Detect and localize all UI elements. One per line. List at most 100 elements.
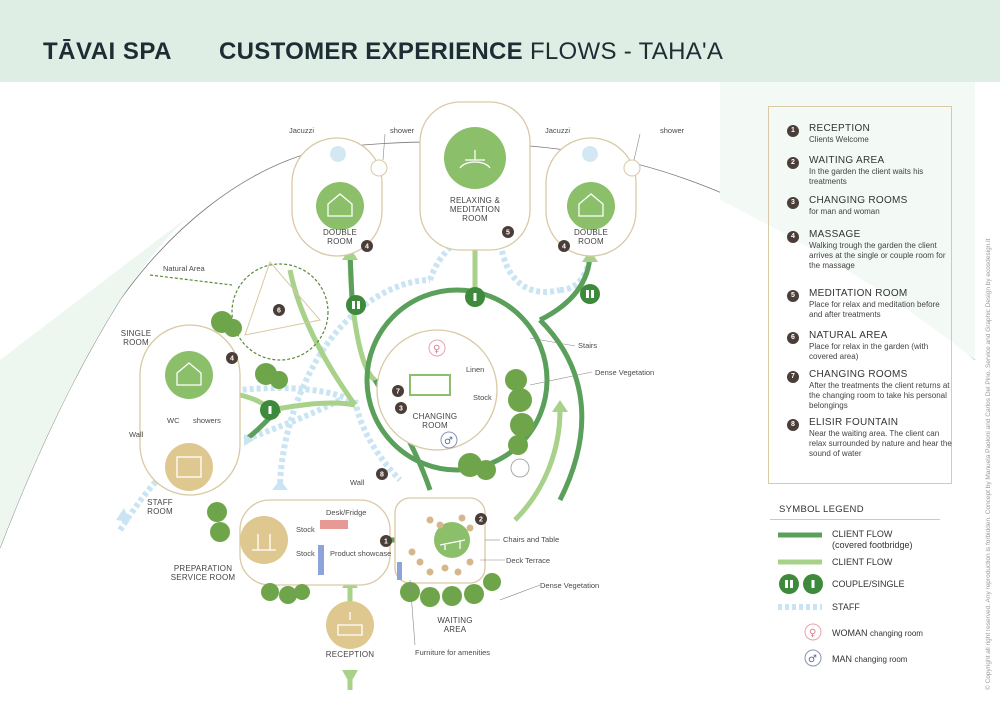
legend-man-circle xyxy=(804,649,822,667)
title-bold: CUSTOMER EXPERIENCE xyxy=(219,38,523,65)
chair-dot xyxy=(436,521,444,529)
desk-fridge-label: Desk/Fridge xyxy=(326,508,367,517)
room-label-line: SERVICE ROOM xyxy=(170,573,236,582)
single-room-outline xyxy=(139,324,241,496)
brand-title: TĀVAI SPA xyxy=(43,38,172,65)
locker-icon xyxy=(176,456,202,478)
green-wash-right xyxy=(720,82,975,360)
stock-changing-label: Stock xyxy=(473,393,492,402)
legend-title: MEDITATION ROOM xyxy=(809,288,908,299)
chair-dot xyxy=(458,514,466,522)
changing-bench xyxy=(409,374,451,396)
chair-dot xyxy=(416,558,424,566)
house-icon xyxy=(578,193,604,217)
house-icon xyxy=(327,193,353,217)
natural-area-circle xyxy=(231,263,329,361)
leader-line xyxy=(382,133,386,161)
symbol-couple-label: COUPLE/SINGLE xyxy=(832,579,905,589)
marker-7 xyxy=(392,385,404,397)
stairs-label: Stairs xyxy=(578,341,598,350)
legend-title: WAITING AREA xyxy=(809,155,885,166)
legend-number: 7 xyxy=(787,371,799,383)
wc-label: WC xyxy=(167,416,180,425)
room-label-line: STAFF xyxy=(147,498,173,507)
man-symbol-plan: ♂ xyxy=(444,436,453,447)
bush xyxy=(210,522,230,542)
bush xyxy=(464,584,484,604)
symbol-text: MAN xyxy=(832,654,852,664)
room-label-line: ROOM xyxy=(123,338,149,347)
page-title: CUSTOMER EXPERIENCE FLOWS - TAHA'A xyxy=(219,38,723,66)
bush xyxy=(279,586,297,604)
reception-label: RECEPTION xyxy=(325,650,375,659)
bush xyxy=(207,502,227,522)
deck-terrace-label: Deck Terrace xyxy=(506,556,551,565)
legend-desc: Near the waiting area. The client can re… xyxy=(809,429,952,458)
person-glyph xyxy=(586,290,589,298)
legend-title: RECEPTION xyxy=(809,123,871,134)
legend-title: MASSAGE xyxy=(809,229,861,240)
natural-area-line xyxy=(149,274,233,286)
person-glyph xyxy=(352,301,355,309)
symbol-covered-label: CLIENT FLOW(covered footbridge) xyxy=(832,529,913,551)
room-label-line: ROOM xyxy=(147,507,173,516)
symbol-woman-label: WOMAN changing room xyxy=(832,628,923,639)
jacuzzi-right-label: Jacuzzi xyxy=(545,126,571,135)
person-glyph xyxy=(591,290,594,298)
prep-room-emblem xyxy=(240,516,288,564)
flow-arrow xyxy=(552,400,568,412)
staff-flow-path xyxy=(352,399,403,483)
legend-title: CHANGING ROOMS xyxy=(809,195,908,206)
emblem-glyphs xyxy=(176,150,604,636)
changing-room-outline xyxy=(376,329,498,451)
flow-arrow xyxy=(342,670,358,684)
bush xyxy=(270,371,288,389)
chair-dot xyxy=(441,564,449,572)
copyright-text: © Copyright all right reserved. Any repr… xyxy=(985,238,992,690)
chair-dot xyxy=(466,524,474,532)
room-label-line: AREA xyxy=(443,625,467,634)
leader-lines xyxy=(382,133,641,646)
numbered-markers xyxy=(226,226,570,547)
bush xyxy=(510,413,534,437)
legend-couple-icon xyxy=(779,574,799,594)
room-label-line: DOUBLE xyxy=(322,228,358,237)
chair-dot xyxy=(426,568,434,576)
person-glyph xyxy=(268,406,272,414)
staff-flow-path xyxy=(239,385,352,403)
marker-number: 7 xyxy=(396,389,400,396)
legend-number: 1 xyxy=(787,125,799,137)
room-label-line: ROOM xyxy=(578,237,604,246)
marker-number: 6 xyxy=(277,308,281,315)
person-glyph xyxy=(357,301,360,309)
natural-area-tent xyxy=(244,261,321,336)
legend-desc: In the garden the client waits his treat… xyxy=(809,167,924,186)
legend-desc: Place for relax and meditation before an… xyxy=(809,300,940,319)
green-wash-left xyxy=(0,200,210,548)
chair-dot xyxy=(466,558,474,566)
natural-area-label: Natural Area xyxy=(163,264,205,273)
marker-number: 4 xyxy=(562,244,566,251)
symbol-text: WOMAN xyxy=(832,628,868,638)
legend-number: 3 xyxy=(787,197,799,209)
bush xyxy=(483,573,501,591)
legend-title: NATURAL AREA xyxy=(809,330,888,341)
legend-desc: After the treatments the client returns … xyxy=(809,381,950,410)
marker-number: 4 xyxy=(365,244,369,251)
person-glyph xyxy=(473,293,477,301)
house-icon xyxy=(176,362,202,386)
chairs-dots xyxy=(408,514,474,576)
marker-number: 1 xyxy=(384,539,388,546)
chairs-table-label: Chairs and Table xyxy=(503,535,560,544)
legend-desc: for man and woman xyxy=(809,207,880,216)
staff-flow-path xyxy=(497,229,561,295)
bush xyxy=(400,582,420,602)
bush xyxy=(458,453,482,477)
marker-numbers: 1 2 3 4 4 4 5 6 7 8 xyxy=(230,230,566,546)
chair-dot xyxy=(454,568,462,576)
